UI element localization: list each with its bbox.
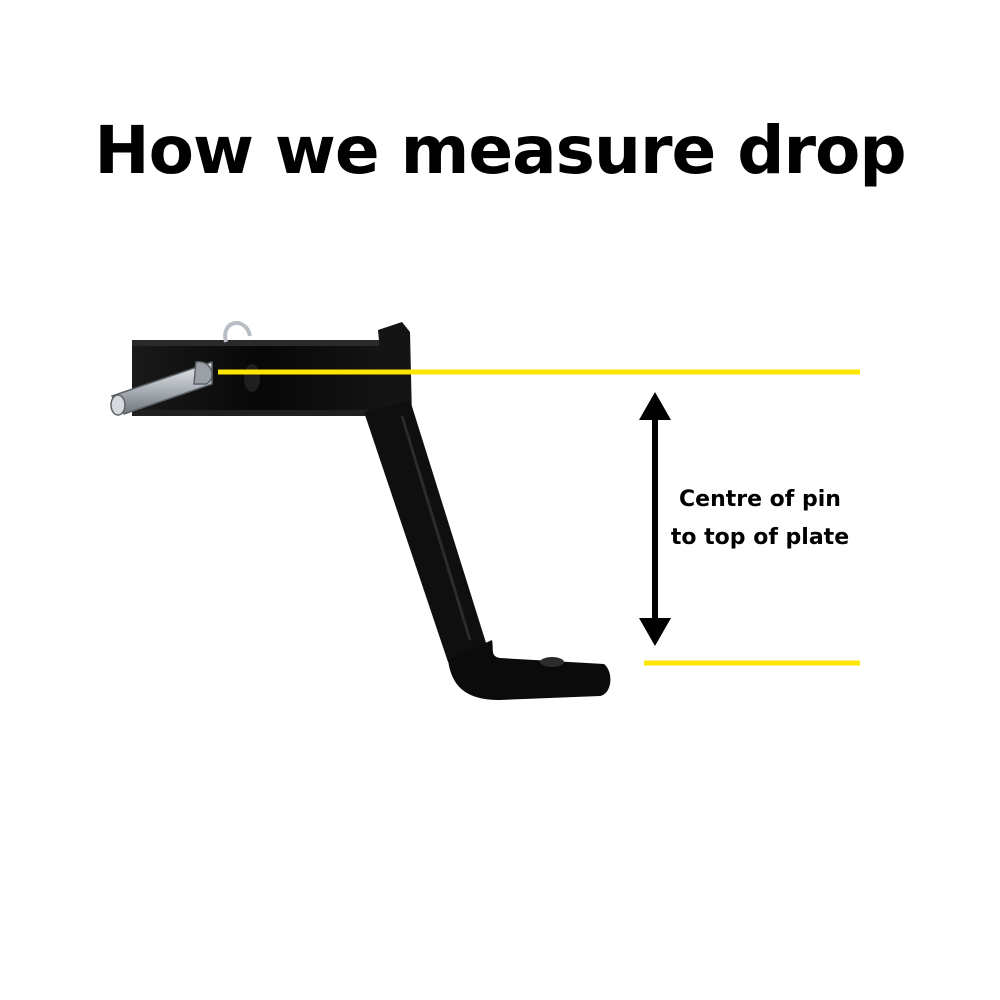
ball-plate (448, 640, 611, 700)
annotation-line-2: to top of plate (670, 525, 850, 550)
double-headed-arrow-icon (639, 392, 671, 646)
page-title: How we measure drop (94, 112, 906, 189)
hitch-pin-icon (110, 321, 252, 416)
tow-ball-mount-icon (132, 322, 611, 700)
pin-clip (223, 321, 252, 343)
ball-hole (540, 657, 564, 667)
drop-arm (364, 400, 492, 662)
annotation-line-1: Centre of pin (679, 487, 841, 512)
